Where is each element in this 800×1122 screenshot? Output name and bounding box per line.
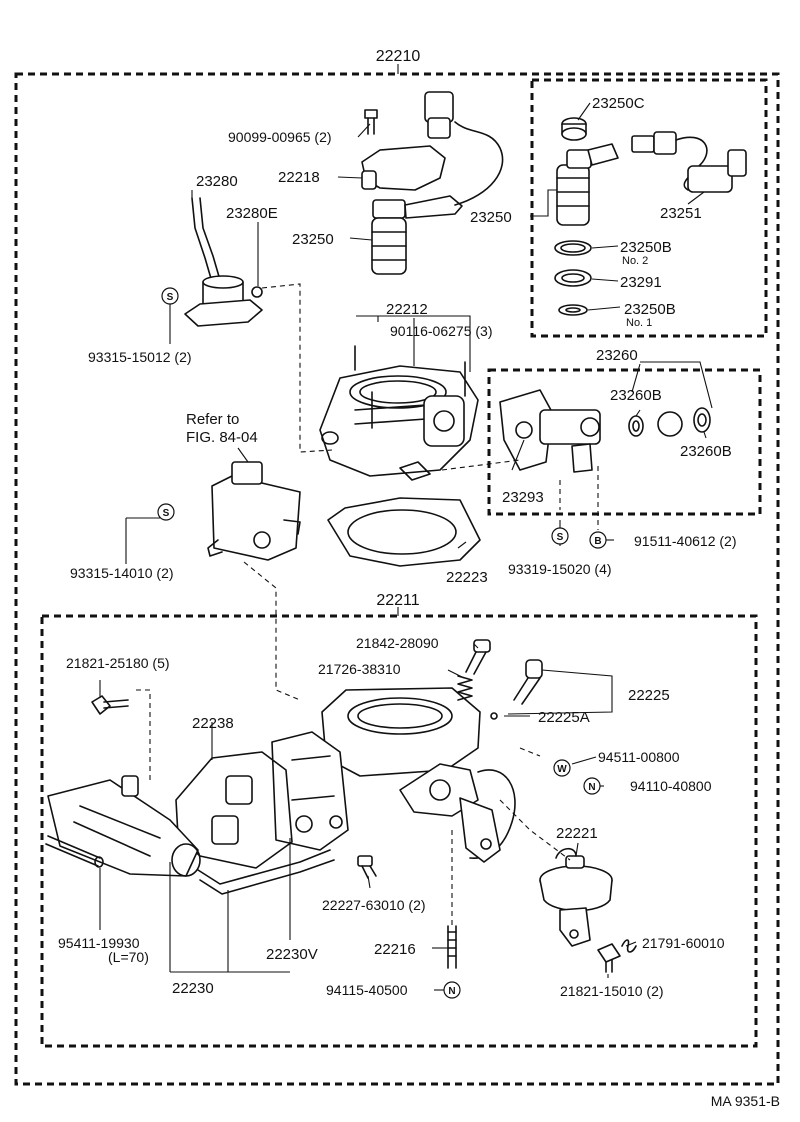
label-95411-19930: 95411-19930 bbox=[58, 935, 140, 951]
svg-text:N: N bbox=[448, 986, 455, 997]
fitting-drawing bbox=[357, 855, 377, 879]
label-23250-injector: 23250 bbox=[292, 231, 334, 248]
label-23291: 23291 bbox=[620, 274, 662, 291]
label-fig-84-04: FIG. 84-04 bbox=[186, 429, 258, 446]
svg-text:S: S bbox=[557, 532, 564, 543]
label-23250-kit: 23250 bbox=[470, 209, 512, 226]
label-94115-40500: 94115-40500 bbox=[326, 982, 408, 998]
throttle-body-lower-drawing bbox=[271, 687, 516, 863]
label-23293: 23293 bbox=[502, 489, 544, 506]
sensor-kit-drawing bbox=[554, 117, 747, 316]
pressure-regulator-drawing bbox=[184, 197, 263, 327]
label-no1: No. 1 bbox=[626, 317, 652, 329]
hose-drawing bbox=[45, 835, 104, 868]
label-90116-06275: 90116-06275 (3) bbox=[390, 323, 492, 339]
svg-text:S: S bbox=[163, 508, 170, 519]
label-22221: 22221 bbox=[556, 825, 598, 842]
adjust-screw-drawing bbox=[490, 659, 543, 720]
assembly-boxes bbox=[14, 72, 780, 1086]
label-23280: 23280 bbox=[196, 173, 238, 190]
symbol-s-93319: S bbox=[551, 527, 569, 545]
label-22212: 22212 bbox=[386, 301, 428, 318]
label-no2: No. 2 bbox=[622, 255, 648, 267]
label-length-70: (L=70) bbox=[108, 949, 149, 965]
sensor-kit-box bbox=[530, 78, 768, 338]
control-module-drawing bbox=[207, 461, 301, 561]
label-23260B-b: 23260B bbox=[680, 443, 732, 460]
label-22218: 22218 bbox=[278, 169, 320, 186]
bolt-21821-15010-drawing bbox=[597, 939, 637, 973]
label-22225A: 22225A bbox=[538, 709, 590, 726]
label-22225: 22225 bbox=[628, 687, 670, 704]
label-21726-38310: 21726-38310 bbox=[318, 661, 401, 677]
label-91511-40612: 91511-40612 (2) bbox=[634, 533, 736, 549]
screw-drawing bbox=[465, 639, 491, 675]
label-94511-00800: 94511-00800 bbox=[598, 749, 680, 765]
label-22230: 22230 bbox=[172, 980, 214, 997]
symbol-s-93315-15012: S bbox=[161, 287, 179, 305]
throttle-body-upper-drawing bbox=[319, 345, 479, 481]
part-labels: 90099-00965 (2) 23250C 22218 23280 23280… bbox=[58, 95, 736, 999]
label-23250C: 23250C bbox=[592, 95, 645, 112]
label-21791-60010: 21791-60010 bbox=[642, 935, 725, 951]
svg-text:N: N bbox=[588, 782, 595, 793]
main-assembly-box bbox=[14, 72, 780, 1086]
label-93319-15020: 93319-15020 (4) bbox=[508, 561, 612, 577]
bracket-kit-box bbox=[487, 368, 762, 516]
spring-drawing bbox=[457, 675, 473, 701]
symbol-s-93315-14010: S bbox=[157, 503, 175, 521]
label-21842-28090: 21842-28090 bbox=[356, 635, 439, 651]
symbol-b-91511: B bbox=[589, 531, 607, 549]
label-21821-25180: 21821-25180 (5) bbox=[66, 655, 170, 671]
svg-text:W: W bbox=[557, 764, 567, 775]
label-93315-14010: 93315-14010 (2) bbox=[70, 565, 174, 581]
svg-text:B: B bbox=[594, 536, 601, 547]
bolt-drawing bbox=[364, 109, 378, 135]
injector-drawing bbox=[361, 91, 504, 275]
label-refer-to: Refer to bbox=[186, 411, 239, 428]
bolt-21821-drawing bbox=[91, 695, 129, 715]
label-23260B-a: 23260B bbox=[610, 387, 662, 404]
label-22216: 22216 bbox=[374, 941, 416, 958]
figure-code: MA 9351-B bbox=[711, 1093, 780, 1109]
label-93315-15012: 93315-15012 (2) bbox=[88, 349, 192, 365]
label-22223: 22223 bbox=[446, 569, 488, 586]
label-22230V: 22230V bbox=[266, 946, 318, 963]
label-23250B-no1: 23250B bbox=[624, 301, 676, 318]
assembly-label-main: 22210 bbox=[376, 48, 421, 65]
symbol-n-94115: N bbox=[443, 981, 461, 999]
label-90099-00965: 90099-00965 (2) bbox=[228, 129, 332, 145]
lower-assembly-box bbox=[40, 614, 758, 1048]
gasket-drawing bbox=[327, 497, 481, 567]
leader-lines bbox=[99, 102, 713, 991]
bracket-kit-drawing bbox=[499, 389, 711, 473]
stud-drawing bbox=[447, 925, 457, 969]
label-94110-40800: 94110-40800 bbox=[630, 778, 712, 794]
connection-lines bbox=[136, 283, 599, 926]
label-21821-15010: 21821-15010 (2) bbox=[560, 983, 664, 999]
dashpot-drawing bbox=[539, 847, 613, 947]
svg-text:S: S bbox=[167, 292, 174, 303]
label-23250B-no2: 23250B bbox=[620, 239, 672, 256]
label-22238: 22238 bbox=[192, 715, 234, 732]
label-23280E: 23280E bbox=[226, 205, 278, 222]
label-23251: 23251 bbox=[660, 205, 702, 222]
symbol-n-94110: N bbox=[583, 777, 601, 795]
assembly-label-lower: 22211 bbox=[376, 592, 419, 609]
label-22227-63010: 22227-63010 (2) bbox=[322, 897, 426, 913]
label-23260: 23260 bbox=[596, 347, 638, 364]
symbol-w-94511: W bbox=[553, 759, 571, 777]
